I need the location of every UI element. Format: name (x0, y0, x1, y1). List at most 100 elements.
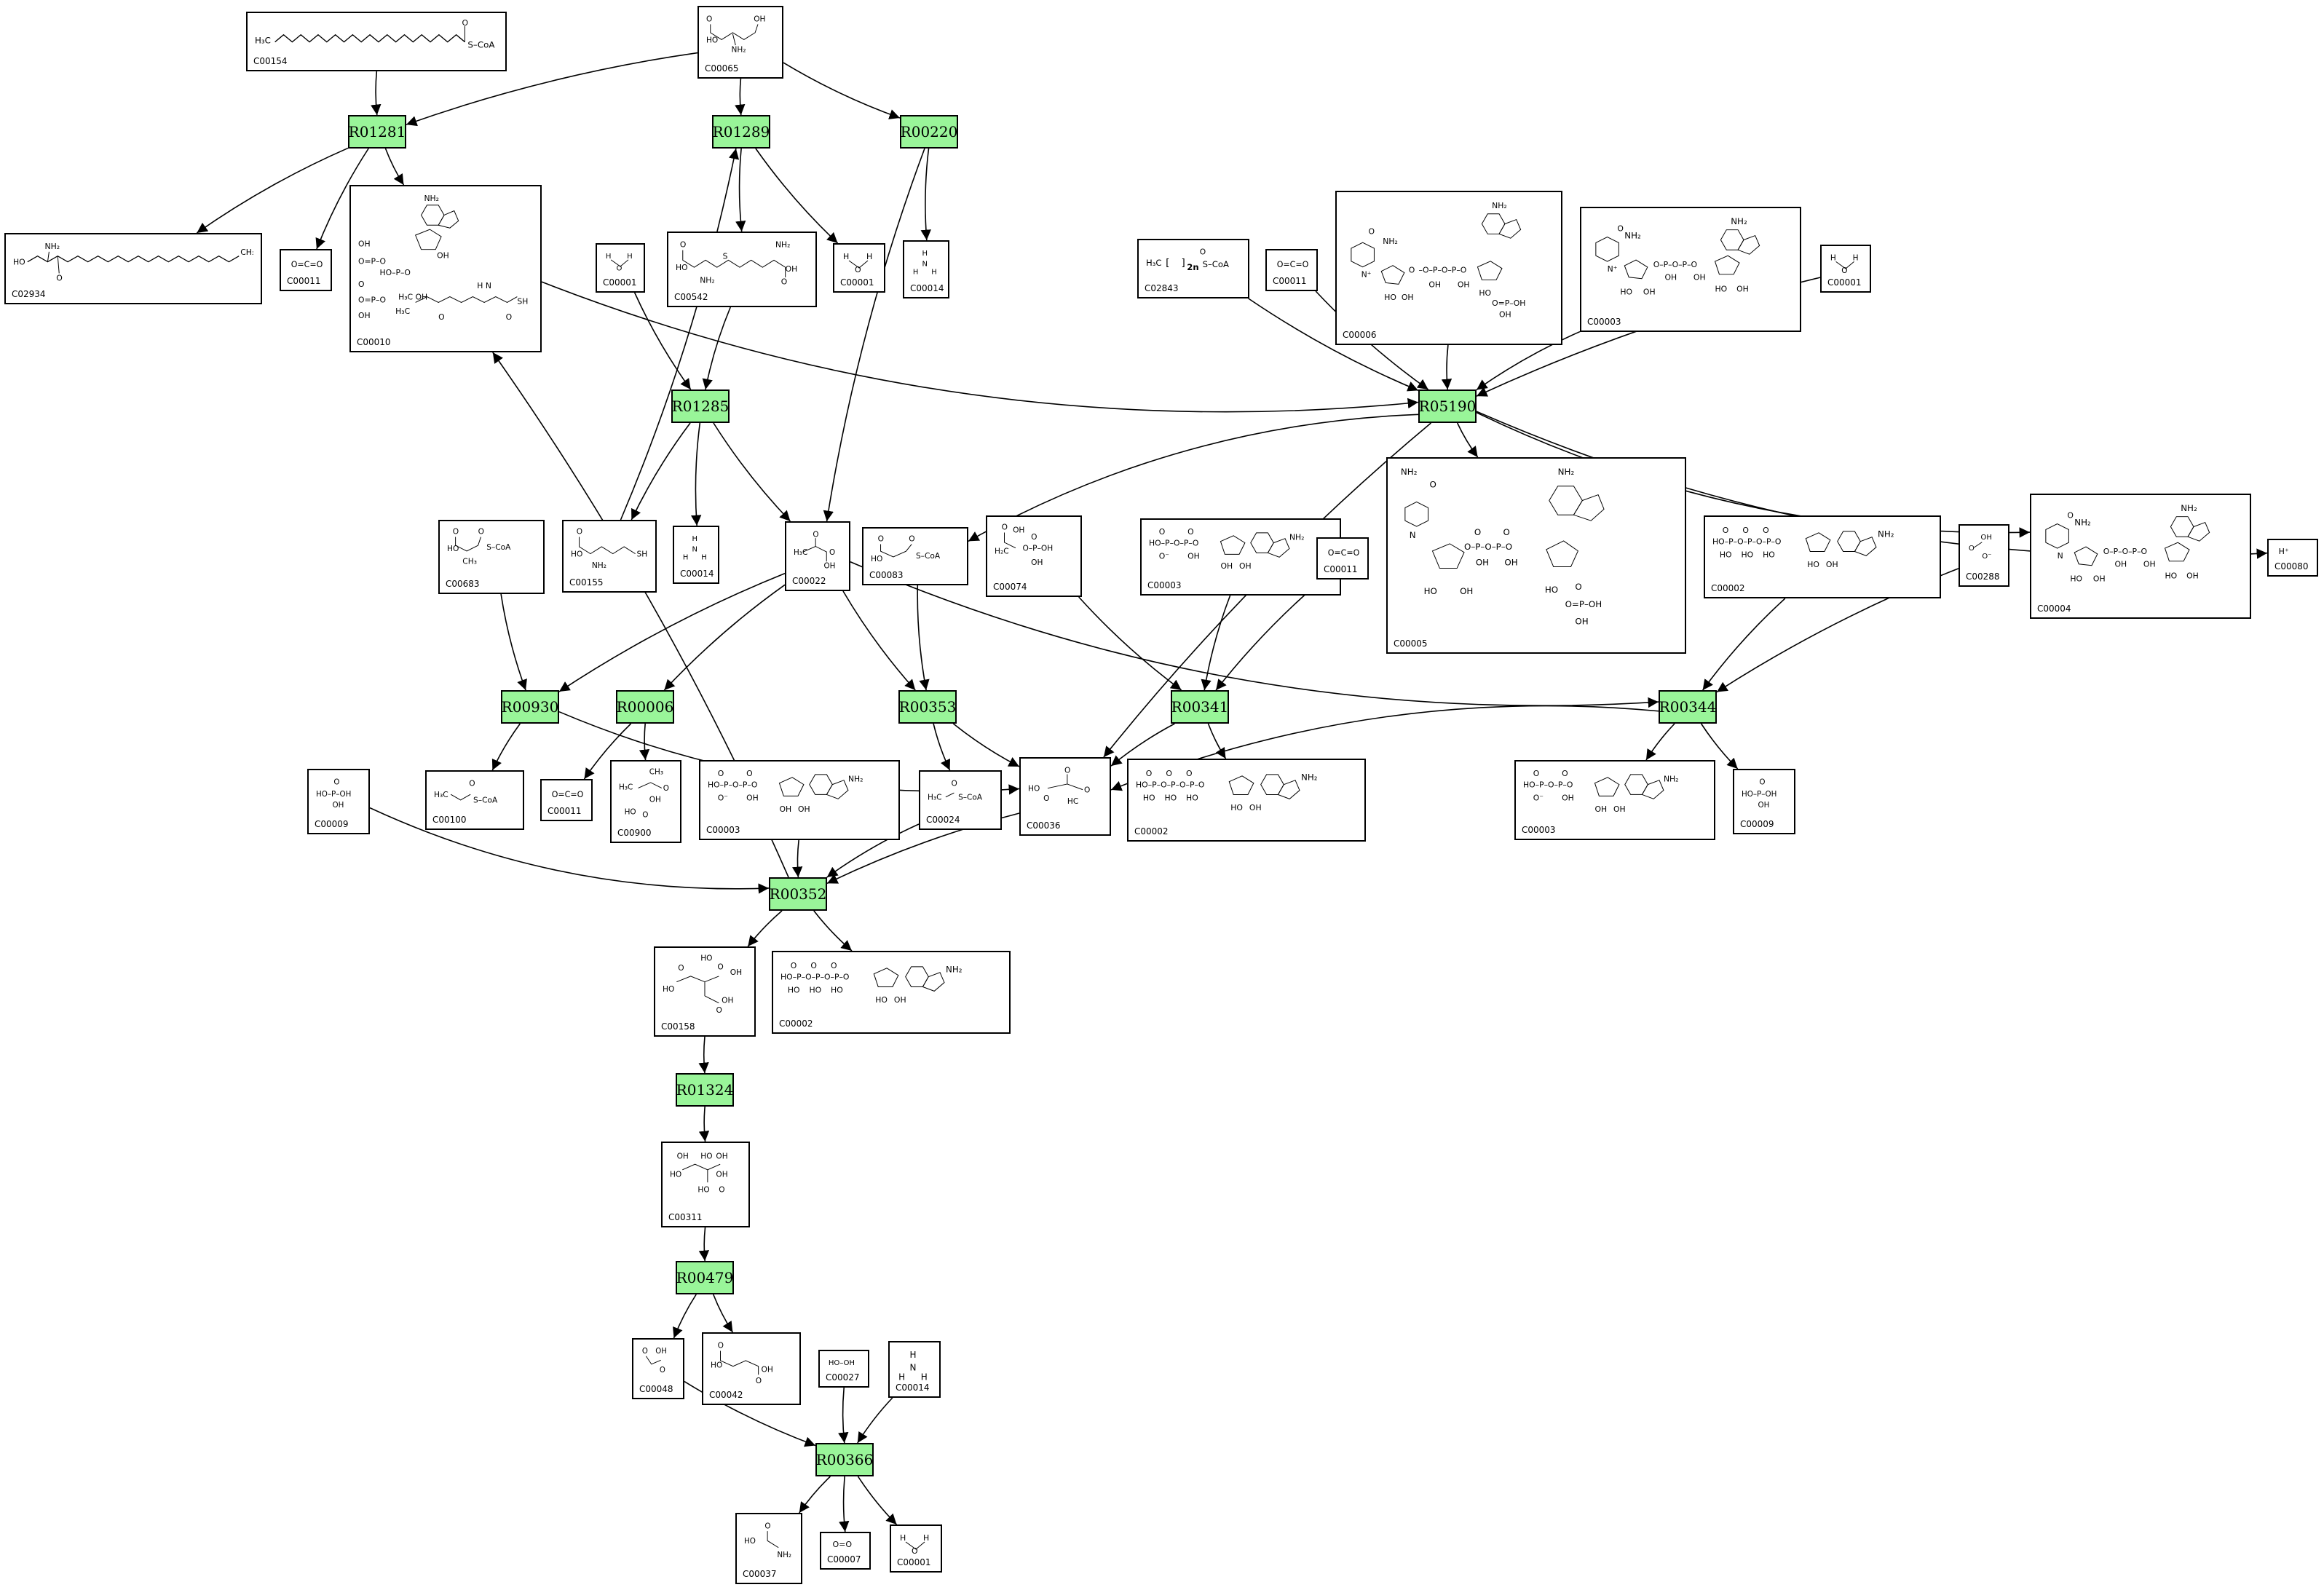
svg-text:OH: OH (1476, 558, 1489, 568)
reaction-R01281[interactable]: R01281 (348, 115, 406, 149)
compound-id: C00288 (1966, 571, 2000, 582)
reaction-R00344[interactable]: R00344 (1659, 690, 1717, 724)
reaction-R00341[interactable]: R00341 (1171, 690, 1229, 724)
compound-C00027[interactable]: HO–OH C00027 (818, 1350, 869, 1388)
edge-c542-R01285 (702, 306, 731, 390)
compound-id: C00003 (1522, 825, 1556, 835)
svg-text:O: O (333, 778, 339, 786)
svg-text:O: O (719, 1186, 724, 1195)
compound-C00011[interactable]: O=C=O C00011 (1316, 537, 1369, 580)
compound-C00154[interactable]: H₃C O S–CoA C00154 (246, 12, 507, 71)
reaction-R00479[interactable]: R00479 (676, 1261, 734, 1294)
svg-text:HO: HO (13, 258, 25, 267)
reaction-R01324[interactable]: R01324 (676, 1073, 734, 1107)
reaction-R00366[interactable]: R00366 (815, 1443, 874, 1476)
svg-text:O: O (952, 779, 957, 788)
compound-C00011[interactable]: O=C=O C00011 (540, 779, 593, 821)
svg-text:]: ] (1181, 257, 1185, 269)
svg-text:O: O (1562, 769, 1568, 778)
svg-text:HO: HO (700, 1152, 712, 1160)
svg-text:HO–P–O–P–O–P–O: HO–P–O–P–O–P–O (780, 973, 849, 982)
reaction-R00220[interactable]: R00220 (900, 115, 958, 149)
reaction-R00353[interactable]: R00353 (898, 690, 957, 724)
svg-text:O: O (1369, 226, 1375, 236)
svg-text:OH: OH (716, 1170, 727, 1179)
svg-text:O⁻: O⁻ (718, 793, 728, 802)
reaction-R01285[interactable]: R01285 (671, 389, 730, 423)
compound-C00011[interactable]: O=C=O C00011 (280, 249, 332, 291)
svg-text:HO: HO (809, 985, 821, 994)
svg-text:O: O (1503, 527, 1509, 537)
compound-id: C00011 (548, 806, 582, 816)
compound-C00011[interactable]: O=C=O C00011 (1265, 249, 1318, 291)
compound-id: C00001 (897, 1557, 931, 1567)
svg-text:O: O (358, 280, 364, 289)
svg-text:HO: HO (1230, 803, 1243, 812)
compound-C00080[interactable]: H⁺ C00080 (2267, 539, 2318, 577)
svg-text:O: O (506, 312, 512, 322)
svg-text:NH₂: NH₂ (700, 276, 714, 285)
svg-text:S–CoA: S–CoA (467, 40, 494, 50)
svg-text:NH₂: NH₂ (946, 965, 962, 975)
edge-c003a-R05190 (1476, 331, 1581, 391)
reaction-R05190[interactable]: R05190 (1418, 389, 1477, 423)
svg-text:NH₂: NH₂ (1383, 237, 1398, 246)
long-chain-acyl-coa-structure-icon: H₃C[] 2nO S–CoA (1146, 248, 1229, 272)
svg-text:O: O (469, 779, 475, 788)
svg-text:NH₂: NH₂ (592, 561, 606, 570)
svg-text:O=P–OH: O=P–OH (1565, 599, 1602, 609)
reaction-R00006[interactable]: R00006 (616, 690, 674, 724)
reaction-R00930[interactable]: R00930 (501, 690, 559, 724)
compound-id: C02843 (1145, 283, 1179, 293)
co2-structure-icon: O=C=O (552, 790, 584, 799)
svg-text:HO: HO (700, 954, 712, 963)
svg-text:NH₂: NH₂ (1558, 467, 1575, 477)
reaction-R01289[interactable]: R01289 (712, 115, 770, 149)
reaction-R00352[interactable]: R00352 (769, 877, 827, 911)
compound-C00007[interactable]: O=O C00007 (820, 1532, 871, 1570)
svg-text:HO–P–O–P–O–P–O: HO–P–O–P–O–P–O (1136, 780, 1204, 790)
